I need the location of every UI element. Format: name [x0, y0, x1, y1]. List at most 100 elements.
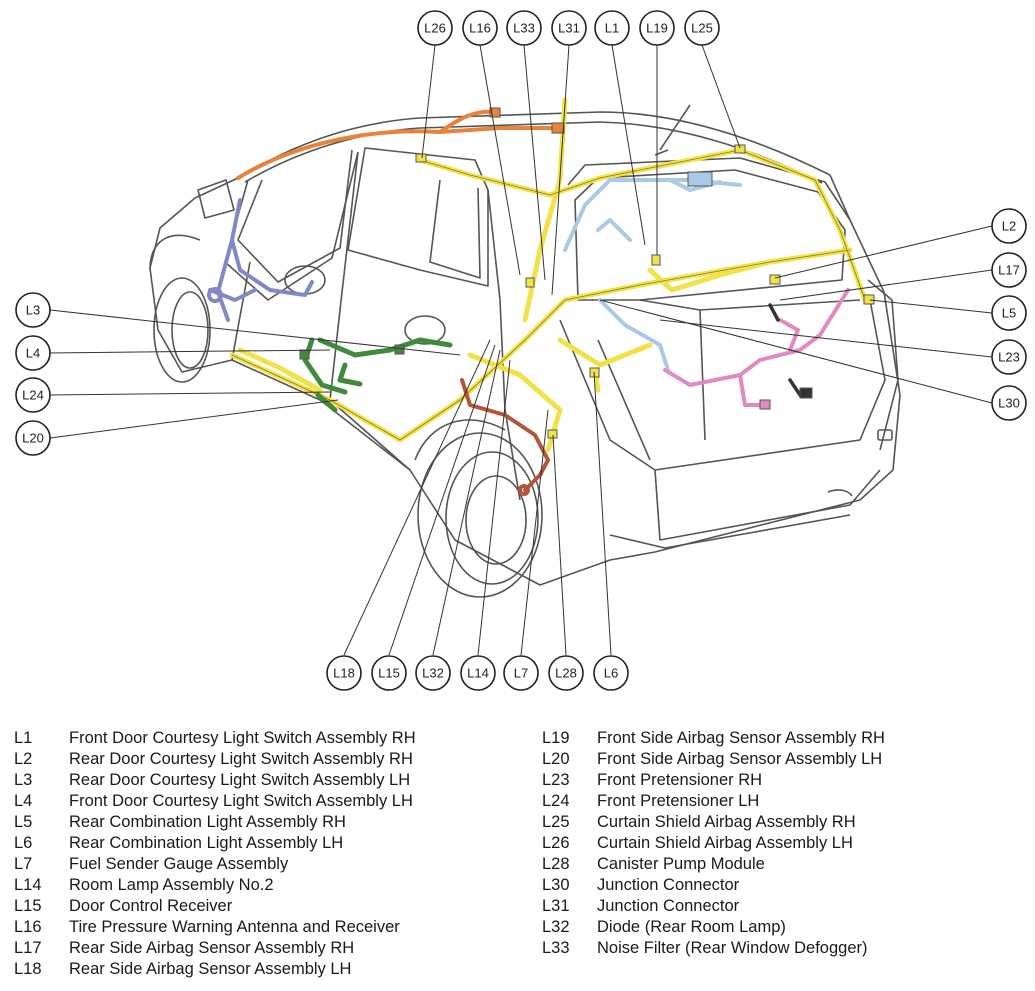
- callout-label: L32: [422, 666, 444, 681]
- callout-l30: L30: [991, 385, 1027, 421]
- callout-l6: L6: [593, 655, 629, 691]
- callout-l2: L2: [991, 208, 1027, 244]
- callout-l33: L33: [506, 10, 542, 46]
- harness-outline-yellow: [231, 149, 866, 441]
- callout-l14: L14: [460, 655, 496, 691]
- callout-l3: L3: [15, 292, 51, 328]
- callout-l24: L24: [15, 377, 51, 413]
- legend-code: L25: [542, 813, 570, 831]
- legend-description: Rear Combination Light Assembly RH: [69, 813, 346, 831]
- callout-circle: [684, 10, 720, 46]
- callout-l18: L18: [326, 655, 362, 691]
- harness-blue: [207, 198, 314, 322]
- legend-description: Front Pretensioner LH: [597, 792, 760, 810]
- callout-label: L20: [22, 431, 44, 446]
- legend-row: L25 Curtain Shield Airbag Assembly RH: [542, 812, 885, 833]
- legend-code: L30: [542, 876, 570, 894]
- legend-code: L18: [14, 960, 42, 978]
- callout-circle: [15, 335, 51, 371]
- legend-row: L3 Rear Door Courtesy Light Switch Assemb…: [14, 770, 416, 791]
- callout-circle: [15, 420, 51, 456]
- legend-description: Front Side Airbag Sensor Assembly LH: [597, 750, 883, 768]
- callout-l16: L16: [462, 10, 498, 46]
- legend-code: L1: [14, 729, 33, 747]
- legend-description: Rear Door Courtesy Light Switch Assembly…: [69, 750, 413, 768]
- callout-circle: [15, 377, 51, 413]
- legend-code: L20: [542, 750, 570, 768]
- legend-code: L23: [542, 771, 570, 789]
- harness-orange: [236, 109, 562, 180]
- legend-code: L3: [14, 771, 33, 789]
- callout-l26: L26: [417, 10, 453, 46]
- legend-code: L19: [542, 729, 570, 747]
- callout-l7: L7: [503, 655, 539, 691]
- callout-l19: L19: [639, 10, 675, 46]
- connectors: [299, 107, 875, 439]
- callout-label: L33: [513, 21, 535, 36]
- callout-circle: [371, 655, 407, 691]
- callout-l28: L28: [548, 655, 584, 691]
- callout-circle: [991, 339, 1027, 375]
- callout-label: L23: [998, 350, 1020, 365]
- callout-l4: L4: [15, 335, 51, 371]
- callout-l1: L1: [594, 10, 630, 46]
- legend-code: L5: [14, 813, 33, 831]
- legend-code: L26: [542, 834, 570, 852]
- legend-code: L24: [542, 792, 570, 810]
- callout-label: L1: [605, 21, 619, 36]
- callout-label: L15: [378, 666, 400, 681]
- callout-circle: [991, 385, 1027, 421]
- legend-code: L7: [14, 855, 33, 873]
- wiring-harness-diagram: L26L16L33L31L1L19L25L2L17L5L23L30L3L4L24…: [15, 10, 1027, 691]
- callout-l25: L25: [684, 10, 720, 46]
- legend-description: Front Door Courtesy Light Switch Assembl…: [69, 729, 416, 747]
- leader-lines: [49, 44, 993, 656]
- callout-circle: [551, 10, 587, 46]
- callout-label: L30: [998, 396, 1020, 411]
- legend-code: L16: [14, 918, 42, 936]
- callout-circle: [506, 10, 542, 46]
- callout-l23: L23: [991, 339, 1027, 375]
- legend-description: Diode (Rear Room Lamp): [597, 918, 786, 936]
- legend-description: Noise Filter (Rear Window Defogger): [597, 939, 868, 957]
- callout-circle: [503, 655, 539, 691]
- legend-code: L32: [542, 918, 570, 936]
- legend-code: L17: [14, 939, 42, 957]
- callout-label: L7: [514, 666, 528, 681]
- callout-circle: [639, 10, 675, 46]
- legend-row: L32 Diode (Rear Room Lamp): [542, 917, 885, 938]
- legend-description: Rear Door Courtesy Light Switch Assembly…: [69, 771, 411, 789]
- callout-label: L24: [22, 388, 44, 403]
- callout-circle: [415, 655, 451, 691]
- legend-description: Rear Side Airbag Sensor Assembly LH: [69, 960, 352, 978]
- legend-row: L24 Front Pretensioner LH: [542, 791, 885, 812]
- callout-label: L26: [424, 21, 446, 36]
- legend-description: Front Door Courtesy Light Switch Assembl…: [69, 792, 413, 810]
- callout-label: L28: [555, 666, 577, 681]
- legend-description: Front Side Airbag Sensor Assembly RH: [597, 729, 885, 747]
- callout-l32: L32: [415, 655, 451, 691]
- callout-label: L31: [558, 21, 580, 36]
- legend-description: Curtain Shield Airbag Assembly RH: [597, 813, 856, 831]
- legend-description: Canister Pump Module: [597, 855, 765, 873]
- callout-l5: L5: [991, 295, 1027, 331]
- legend-row: L18 Rear Side Airbag Sensor Assembly LH: [14, 959, 416, 980]
- wheels: [149, 234, 543, 598]
- callout-circle: [991, 252, 1027, 288]
- callout-label: L14: [467, 666, 489, 681]
- callout-label: L5: [1002, 306, 1016, 321]
- callout-label: L19: [646, 21, 668, 36]
